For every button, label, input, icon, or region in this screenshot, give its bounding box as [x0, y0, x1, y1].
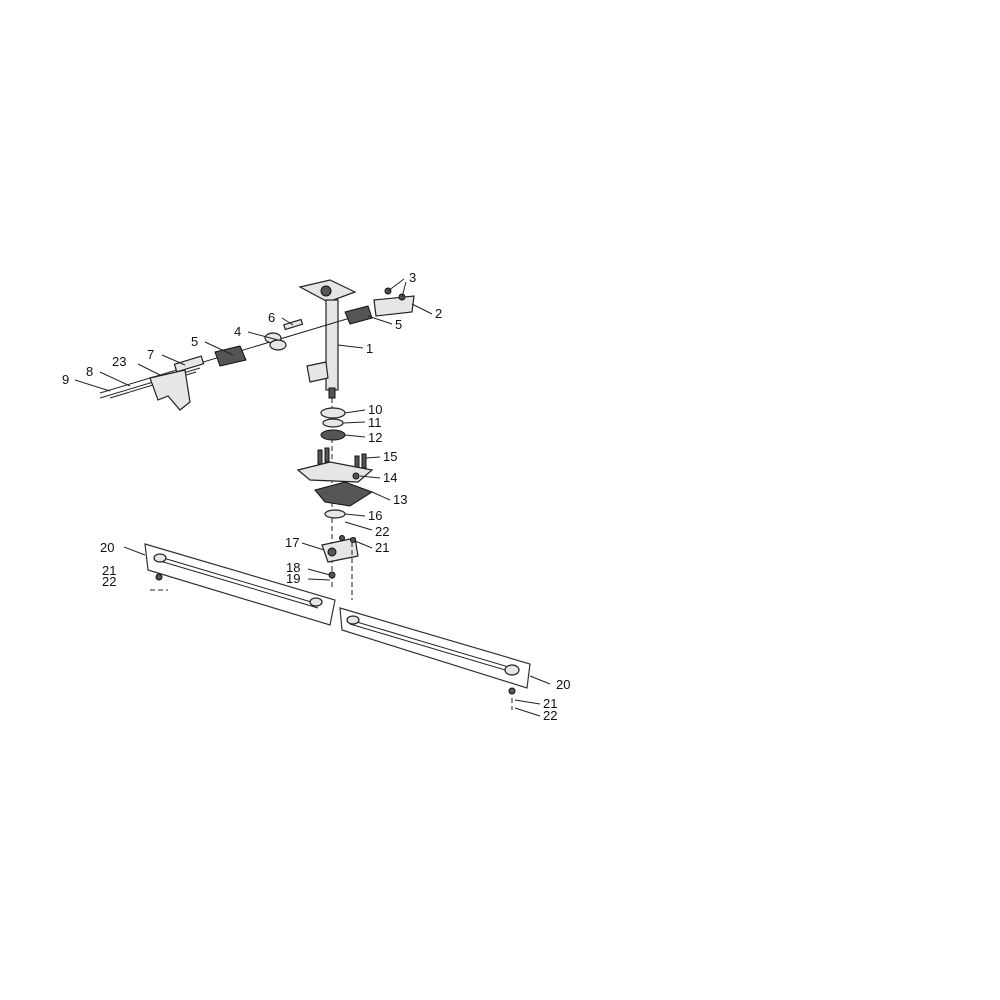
- tie-rod-right: [339, 607, 531, 710]
- plate-hole: [320, 285, 332, 297]
- column-bracket: [306, 361, 329, 383]
- seal-ring: [320, 407, 346, 419]
- pin: [283, 318, 304, 331]
- callout-labels: 1 2 3 4 5 5 6 7 8 9 10 11 12 13 14 15 16…: [62, 270, 570, 723]
- callout-18: 18: [286, 560, 300, 575]
- washer-21-centre: [339, 535, 345, 541]
- callout-21-left: 21: [102, 563, 116, 578]
- leader-lines: [74, 278, 551, 717]
- callout-6: 6: [268, 310, 275, 325]
- lower-seal: [324, 509, 346, 519]
- callout-3: 3: [409, 270, 416, 285]
- tie-rod-end-right: [504, 664, 520, 676]
- callout-10: 10: [368, 402, 382, 417]
- tie-rod-right-shaft-2: [349, 623, 513, 673]
- callout-17: 17: [285, 535, 299, 550]
- callout-12: 12: [368, 430, 382, 445]
- column-shaft-tip: [328, 387, 336, 399]
- callout-1: 1: [366, 341, 373, 356]
- callout-4: 4: [234, 324, 241, 339]
- callout-16: 16: [368, 508, 382, 523]
- steering-column-assembly: [99, 279, 415, 411]
- nut-centre: [350, 537, 356, 543]
- centre-stack: [296, 398, 374, 600]
- washer-b: [269, 339, 287, 351]
- bolt-15a: [317, 449, 323, 465]
- callout-21-centre: 21: [375, 540, 389, 555]
- plate-bolt-hole: [352, 472, 360, 480]
- tie-rod-left-shaft: [159, 556, 319, 605]
- handlebar-clamp-right: [344, 305, 373, 325]
- bolt-15b: [324, 447, 330, 463]
- tie-rod-right-frame: [339, 607, 531, 689]
- callout-20-right: 20: [556, 677, 570, 692]
- pitman-arm: [314, 481, 374, 507]
- right-end-nut: [508, 687, 516, 695]
- callout-22-left: 22: [102, 574, 116, 589]
- mounting-plate: [296, 461, 374, 483]
- callout-9: 9: [62, 372, 69, 387]
- handlebar-clamp-left: [214, 345, 247, 367]
- callout-14: 14: [383, 470, 397, 485]
- tie-rod-right-shaft: [349, 619, 513, 669]
- bearing: [320, 429, 346, 441]
- callout-23: 23: [112, 354, 126, 369]
- clip-plate: [173, 355, 205, 373]
- callout-21-right: 21: [543, 696, 557, 711]
- callout-22-right: 22: [543, 708, 557, 723]
- left-end-nut: [155, 573, 163, 581]
- right-bracket: [373, 295, 415, 317]
- callout-8: 8: [86, 364, 93, 379]
- callout-20-left: 20: [100, 540, 114, 555]
- bolt-15d: [361, 453, 367, 469]
- callout-19: 19: [286, 571, 300, 586]
- callout-7: 7: [147, 347, 154, 362]
- tie-rod-left: [144, 543, 336, 626]
- arm-pivot: [327, 547, 337, 557]
- guard-bracket: [149, 369, 191, 411]
- callout-15: 15: [383, 449, 397, 464]
- callout-13: 13: [393, 492, 407, 507]
- tie-rod-left-shaft-2: [159, 560, 319, 609]
- o-ring: [322, 418, 344, 428]
- callout-5-right: 5: [395, 317, 402, 332]
- tie-rod-end-inner-left: [309, 597, 323, 607]
- tie-rod-end-left: [153, 553, 167, 563]
- tie-rod-end-inner-right: [346, 615, 360, 625]
- callout-5-left: 5: [191, 334, 198, 349]
- tie-rod-left-frame: [144, 543, 336, 626]
- callout-22-centre: 22: [375, 524, 389, 539]
- callout-11: 11: [368, 415, 382, 430]
- callout-2: 2: [435, 306, 442, 321]
